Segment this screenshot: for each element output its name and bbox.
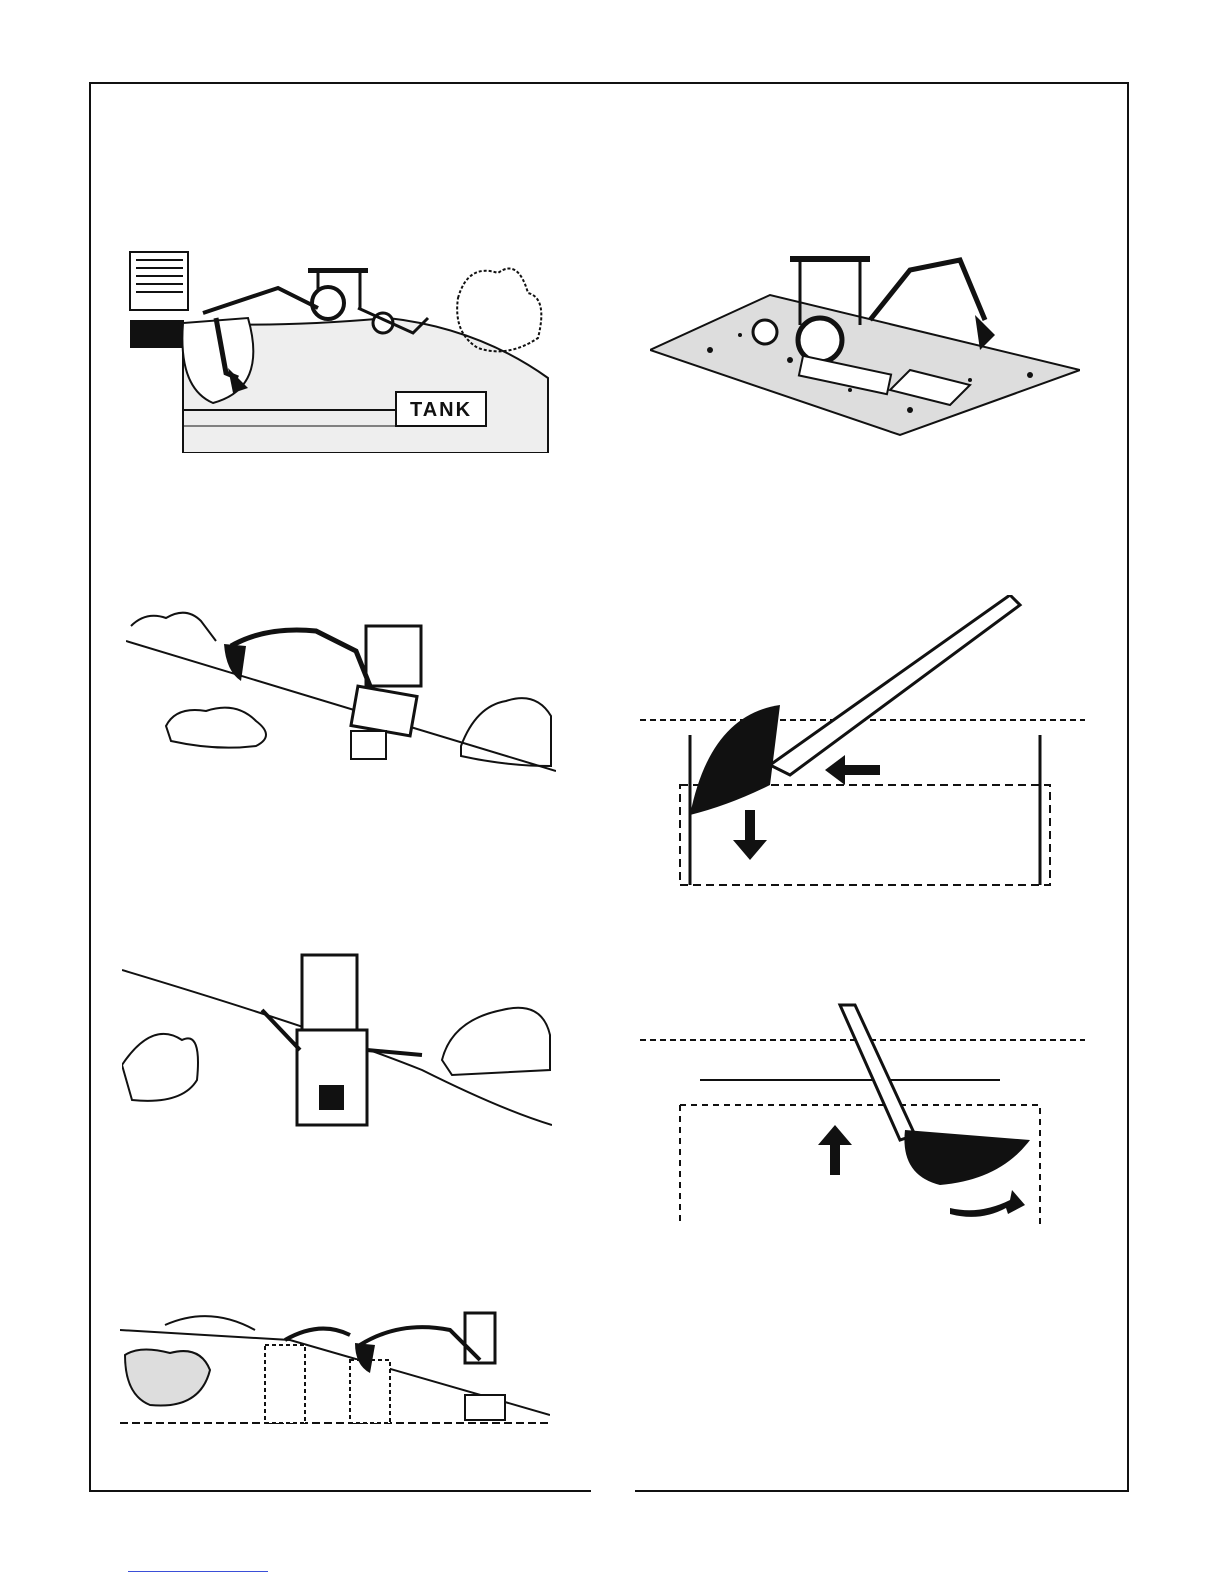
backhoe-tractor-icon xyxy=(224,626,421,759)
tank-label: TANK xyxy=(410,399,472,421)
bucket-cut-downward-illustration xyxy=(640,595,1085,895)
footer-rule-right xyxy=(635,1490,1129,1492)
trenching-downhill-sequence-illustration xyxy=(120,1305,550,1430)
arrow-down-icon xyxy=(733,810,767,860)
bucket-curl-upward-illustration xyxy=(640,1000,1085,1230)
backhoe-on-stabilizers-illustration xyxy=(650,240,1080,440)
backhoe-tractor-icon xyxy=(262,955,422,1125)
digging-across-slope-illustration xyxy=(122,940,552,1130)
curl-arrow-icon xyxy=(950,1190,1025,1217)
arrow-left-icon xyxy=(825,755,880,785)
footer-rule-left xyxy=(89,1490,591,1492)
digging-downhill-slope-illustration xyxy=(126,606,556,781)
tank-excavation-illustration: TANK xyxy=(128,238,558,453)
bottom-link-underline[interactable] xyxy=(128,1571,268,1572)
arrow-up-icon xyxy=(818,1125,852,1175)
building-icon xyxy=(130,252,188,348)
